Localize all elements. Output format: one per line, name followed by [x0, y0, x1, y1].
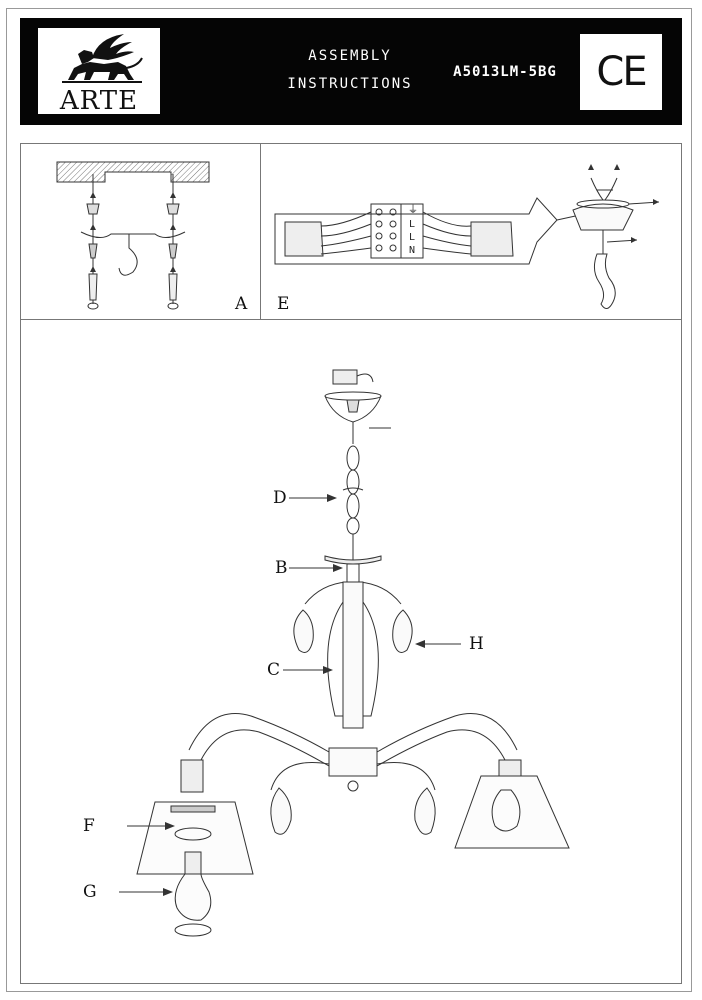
callout-g: G — [83, 882, 97, 902]
terminal-earth-label: ⏚ — [408, 204, 418, 216]
callout-h: H — [469, 634, 484, 654]
panel-wiring: ⏚ L L N E — [260, 143, 682, 320]
socket-left — [180, 759, 204, 793]
terminal-l1-label: L — [409, 219, 415, 230]
panel-mounting: A — [20, 143, 261, 320]
brand-name: ARTE — [59, 86, 139, 116]
title-instructions: INSTRUCTIONS — [287, 76, 413, 92]
panel-assembly: D B C H F G — [20, 319, 682, 984]
chandelier-diagram — [119, 369, 570, 937]
terminal-n-label: N — [409, 245, 415, 256]
panel-label-a: A — [235, 294, 248, 314]
hub — [328, 747, 378, 777]
title-assembly: ASSEMBLY — [308, 48, 392, 64]
lamp-shade-f — [136, 801, 254, 875]
glass-drop-lower-right — [414, 787, 436, 835]
callout-b: B — [275, 558, 288, 578]
wiring-diagram: ⏚ L L N — [274, 164, 660, 309]
callout-f: F — [83, 816, 95, 836]
winged-lion-icon — [62, 34, 143, 83]
header-bar: ARTE ASSEMBLY INSTRUCTIONS A5013LM-5BG C… — [20, 18, 682, 125]
glass-drop-lower-left — [270, 787, 292, 835]
glass-drop-left — [293, 609, 314, 653]
page-border — [6, 8, 692, 992]
callout-c: C — [267, 660, 281, 680]
terminal-l2-label: L — [409, 232, 415, 243]
callout-d: D — [273, 488, 287, 508]
model-number: A5013LM-5BG — [453, 64, 557, 80]
chain — [342, 445, 364, 535]
cup-b — [324, 555, 382, 565]
terminal-block — [332, 369, 358, 385]
mounting-diagram — [56, 161, 210, 310]
light-bulb-g — [174, 873, 212, 921]
glass-drop-right — [392, 609, 413, 653]
ce-mark: CE — [580, 34, 662, 110]
central-stem — [342, 581, 364, 729]
brand-logo: ARTE — [38, 28, 160, 116]
panel-label-e: E — [277, 294, 290, 314]
canopy — [324, 391, 382, 401]
